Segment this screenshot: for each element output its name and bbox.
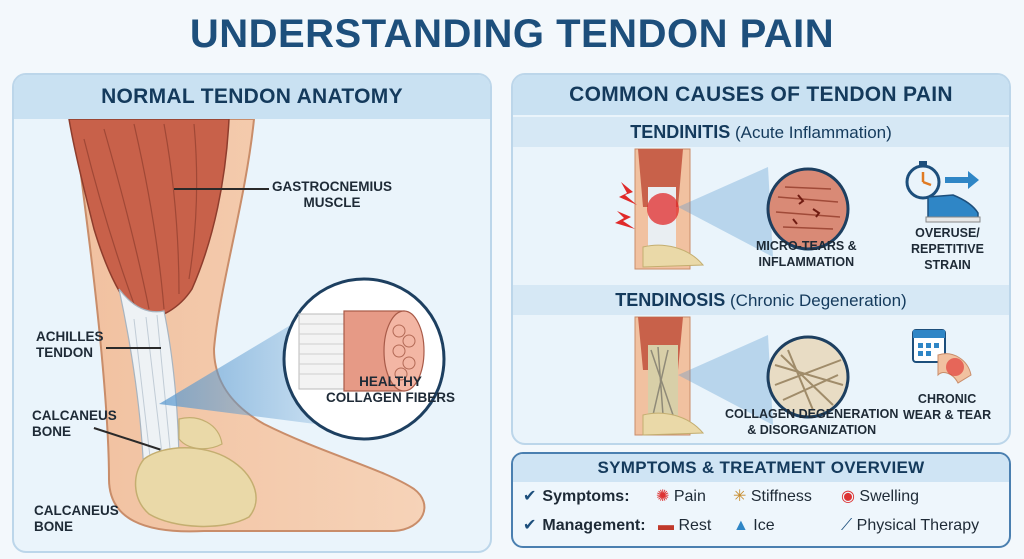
achilles-label: ACHILLES TENDON [36, 329, 104, 360]
leg-illustration [68, 119, 446, 533]
tendinosis-name: TENDINOSIS [615, 290, 726, 310]
stopwatch-icon [905, 161, 941, 200]
symptoms-row: ✔ Symptoms: [523, 484, 630, 510]
joint-pain-icon [937, 353, 972, 384]
bed-icon: ▬ [658, 517, 674, 534]
management-rest: ▬ Rest [658, 517, 712, 534]
pain-icon: ✺ [656, 488, 670, 505]
collagen-fiber-bundle [298, 310, 425, 392]
achilles-leader [106, 347, 161, 349]
lightning-icons [615, 182, 637, 229]
calcaneus-label-1: CALCANEUS BONE [32, 408, 117, 439]
tendinosis-heading: TENDINOSIS (Chronic Degeneration) [513, 285, 1009, 315]
tendinitis-desc: (Acute Inflammation) [734, 123, 892, 142]
tendinitis-illustration [615, 148, 981, 270]
check-icon: ✔ [523, 517, 537, 534]
calendar-icon [912, 329, 946, 363]
overuse-label: OVERUSE/ REPETITIVE STRAIN [911, 226, 984, 272]
inflammation-spot [647, 193, 679, 225]
management-row: ✔ Management: [523, 513, 646, 539]
micro-tears-circle [766, 167, 850, 251]
management-physical-therapy: ⟋ Physical Therapy [841, 517, 980, 534]
calcaneus-label-2: CALCANEUS BONE [34, 503, 119, 534]
causes-panel: COMMON CAUSES OF TENDON PAIN TENDINITIS … [511, 73, 1011, 445]
summary-panel: SYMPTOMS & TREATMENT OVERVIEW ✔ Symptoms:… [511, 452, 1011, 548]
management-label: Management: [542, 517, 646, 534]
achilles-tendon [118, 288, 180, 480]
symptom-swelling: ◉ Swelling [841, 488, 920, 505]
stiffness-icon: ✳ [733, 488, 747, 505]
symptoms-label: Symptoms: [542, 488, 630, 505]
summary-heading: SYMPTOMS & TREATMENT OVERVIEW [513, 454, 1009, 482]
wear-tear-label: CHRONIC WEAR & TEAR [903, 392, 992, 422]
page-title: UNDERSTANDING TENDON PAIN [189, 12, 835, 56]
tendinosis-desc: (Chronic Degeneration) [730, 291, 907, 310]
anatomy-panel: NORMAL TENDON ANATOMY [12, 73, 492, 553]
causes-heading: COMMON CAUSES OF TENDON PAIN [513, 75, 1009, 115]
arrow-icon [945, 171, 979, 189]
sneaker-icon [925, 194, 981, 223]
tendinitis-heading: TENDINITIS (Acute Inflammation) [513, 117, 1009, 147]
micro-tears-label: MICRO-TEARS & INFLAMMATION [756, 239, 857, 269]
symptom-stiffness: ✳ Stiffness [733, 488, 812, 505]
gastrocnemius-leader [174, 188, 269, 190]
exercise-band-icon: ⟋ [841, 517, 853, 534]
collagen-label: HEALTHY COLLAGEN FIBERS [326, 374, 456, 405]
tendinosis-illustration [634, 316, 972, 436]
gastrocnemius-label: GASTROCNEMIUS MUSCLE [272, 179, 393, 210]
ice-pack-icon: ▲ [733, 517, 749, 534]
anatomy-heading: NORMAL TENDON ANATOMY [14, 75, 490, 119]
tendinitis-name: TENDINITIS [630, 122, 731, 142]
swelling-icon: ◉ [841, 488, 855, 505]
check-icon: ✔ [523, 488, 537, 505]
management-ice: ▲ Ice [733, 517, 775, 534]
symptom-pain: ✺ Pain [656, 488, 706, 505]
degeneration-label: COLLAGEN DEGENERATION & DISORGANIZATION [725, 407, 899, 437]
